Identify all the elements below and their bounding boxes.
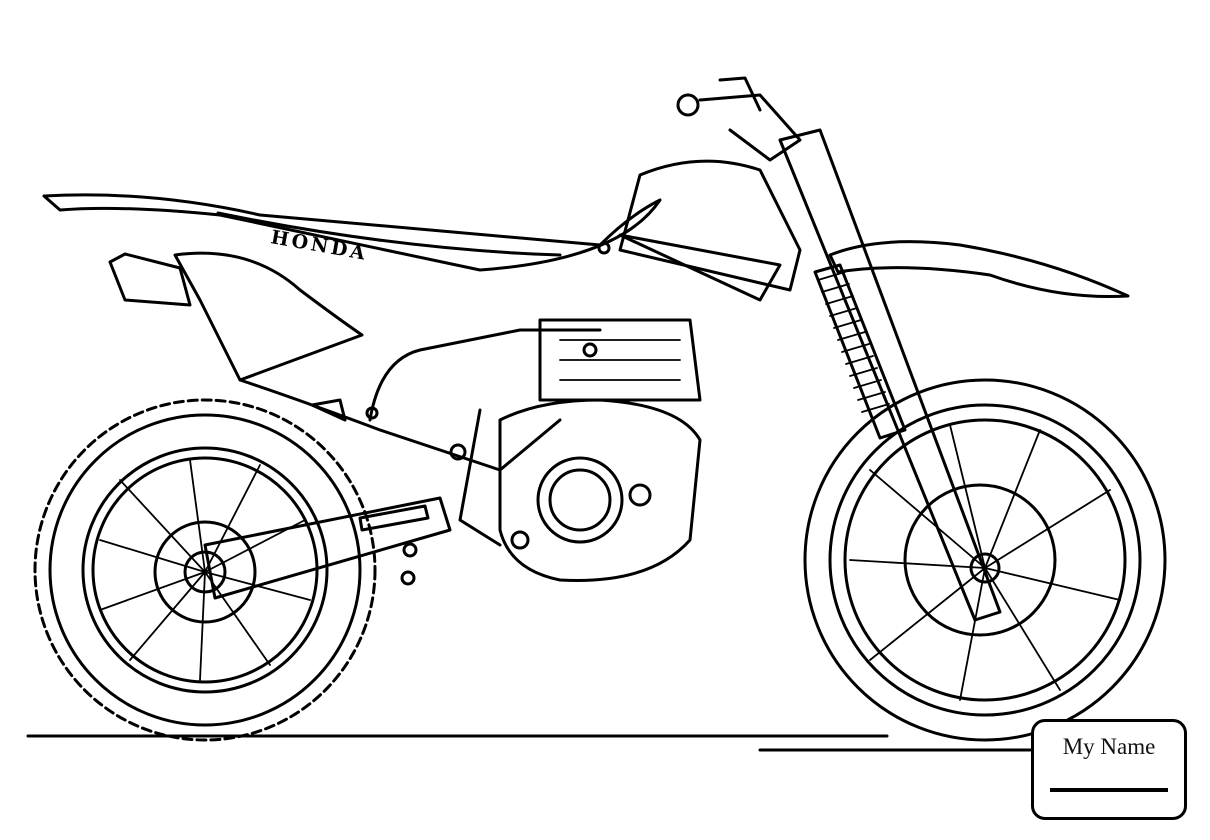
engine xyxy=(400,318,702,586)
exhaust xyxy=(108,252,192,307)
handlebar xyxy=(676,76,802,162)
front-wheel xyxy=(803,378,1167,742)
swingarm xyxy=(203,496,452,600)
tank-bolt xyxy=(597,241,611,255)
footpeg xyxy=(310,398,347,422)
rear-wheel xyxy=(33,398,377,742)
frame-bolt xyxy=(365,406,379,420)
name-write-line xyxy=(1050,788,1168,792)
name-label-box: My Name xyxy=(1031,719,1187,820)
name-label-text: My Name xyxy=(1062,734,1156,759)
side-panel xyxy=(173,251,364,382)
frame xyxy=(238,328,602,547)
front-fender xyxy=(828,240,1130,299)
front-fork xyxy=(778,128,1002,622)
fuel-tank xyxy=(618,159,802,302)
seat xyxy=(42,193,662,272)
